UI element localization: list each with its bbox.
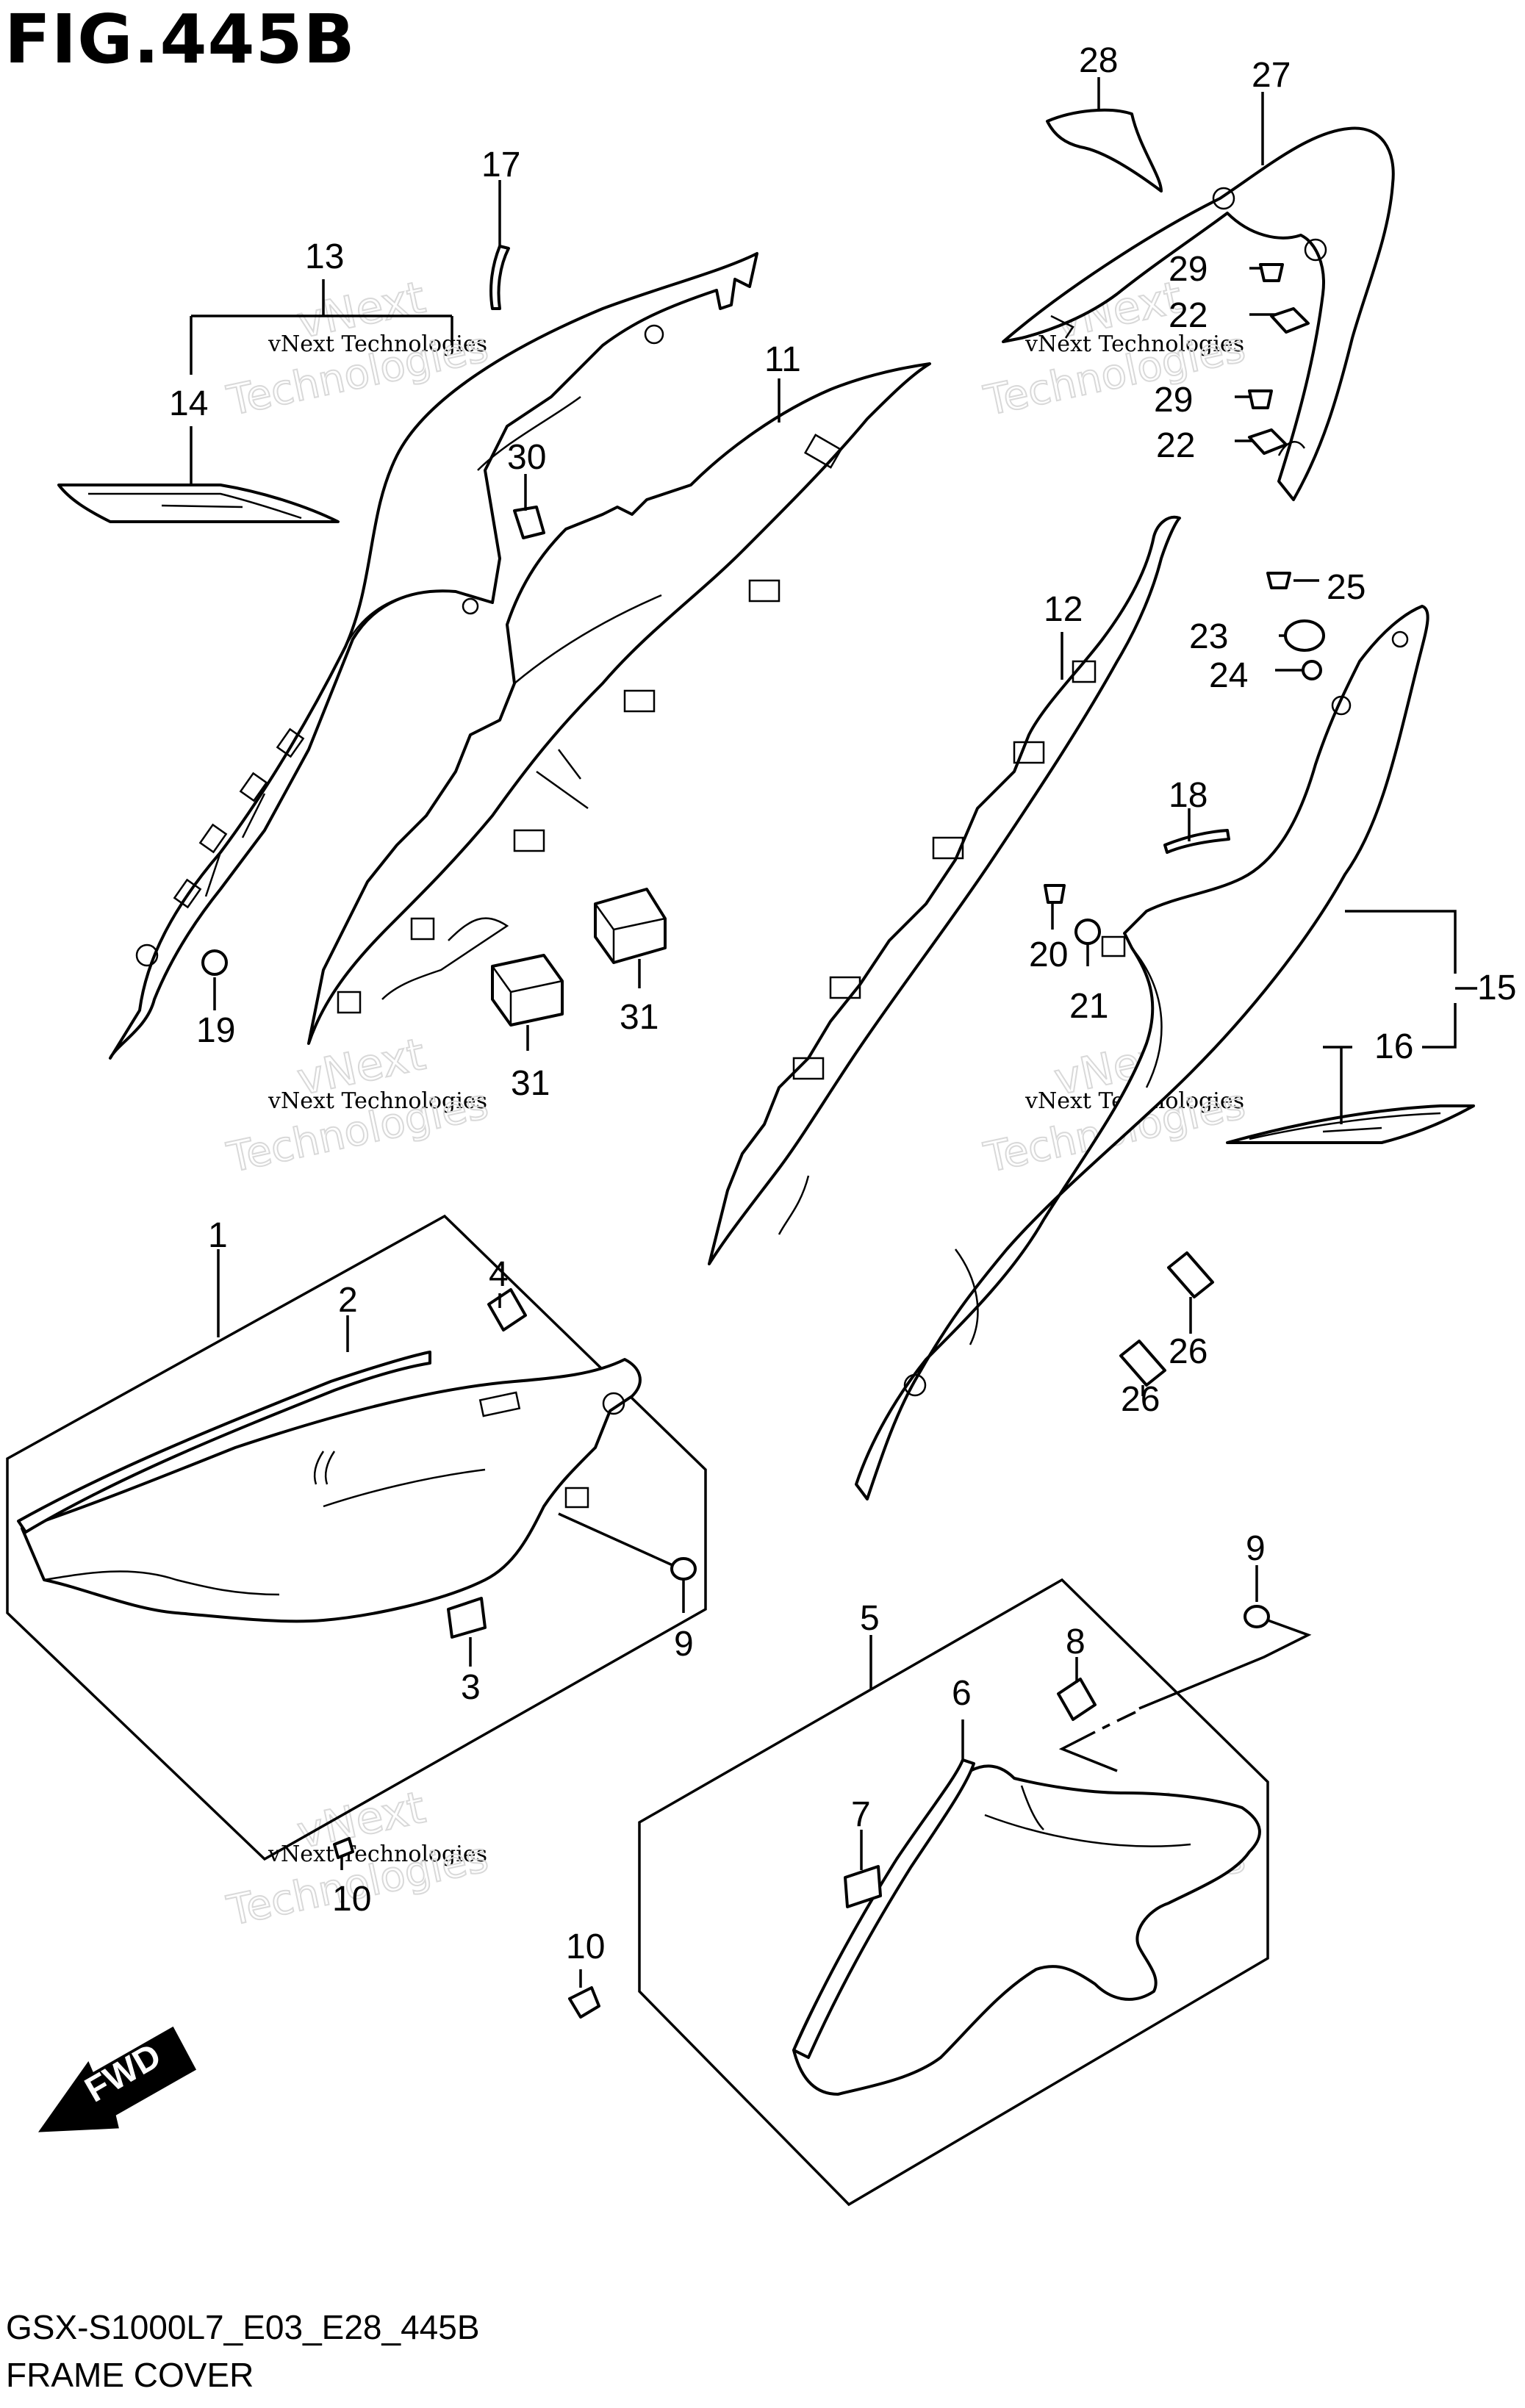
callout-12: 12 <box>1044 590 1083 629</box>
callout-9-a: 9 <box>674 1625 694 1664</box>
callout-8: 8 <box>1066 1622 1086 1661</box>
callout-6: 6 <box>952 1674 972 1713</box>
callout-4: 4 <box>489 1255 509 1294</box>
part-22-nut-b <box>1248 428 1288 455</box>
callout-31-b: 31 <box>511 1064 550 1103</box>
callout-15: 15 <box>1477 968 1516 1007</box>
callout-10-a: 10 <box>332 1880 371 1919</box>
callout-26-b: 26 <box>1121 1380 1160 1419</box>
part-2-trim-strip <box>17 1351 431 1534</box>
part-26-pad-b <box>1119 1340 1166 1387</box>
part-3-pad <box>447 1597 487 1639</box>
callout-25: 25 <box>1327 568 1366 607</box>
callout-21: 21 <box>1069 987 1108 1026</box>
callout-26-a: 26 <box>1169 1332 1208 1371</box>
callout-16: 16 <box>1374 1027 1413 1066</box>
callout-9-b: 9 <box>1246 1529 1266 1568</box>
part-13-14-tail-cover-left <box>109 252 758 1060</box>
watermark-text: vNext Technologies <box>268 1841 487 1867</box>
part-7-pad <box>844 1865 882 1908</box>
callout-20: 20 <box>1029 935 1068 974</box>
part-4-pad <box>487 1288 527 1331</box>
callout-labels: 1 2 3 4 5 6 7 8 9 9 10 10 11 12 13 14 15… <box>169 41 1516 1966</box>
part-9-grommet-a <box>670 1557 697 1581</box>
part-9-grommet-b <box>1244 1605 1270 1628</box>
fwd-arrow: FWD <box>38 2026 197 2132</box>
part-29-screw-a <box>1259 263 1284 282</box>
part-31-pad-b <box>491 954 564 1027</box>
callout-22-b: 22 <box>1156 426 1195 465</box>
part-26-pad-a <box>1167 1251 1214 1298</box>
part-10-rivet-a <box>333 1837 354 1859</box>
watermark-text: vNext Technologies <box>1025 331 1244 357</box>
part-29-screw-b <box>1248 389 1273 409</box>
leader-lines <box>190 77 1477 1988</box>
callout-31-a: 31 <box>620 998 659 1037</box>
callout-19: 19 <box>196 1011 235 1050</box>
figure-name: FRAME COVER <box>6 2356 254 2394</box>
callout-30: 30 <box>507 438 546 477</box>
callout-29-a: 29 <box>1169 250 1208 289</box>
callout-18: 18 <box>1169 776 1208 815</box>
watermark-text: vNext Technologies <box>268 1088 487 1114</box>
part-8-pad <box>1057 1678 1097 1721</box>
callout-13: 13 <box>305 237 344 276</box>
part-20-bolt <box>1044 884 1066 904</box>
callout-24: 24 <box>1209 656 1248 695</box>
part-15-side-cover-right <box>855 605 1429 1500</box>
callout-17: 17 <box>481 145 520 184</box>
watermark-text: vNext Technologies <box>268 331 487 357</box>
part-11-inner-cover <box>307 362 931 1045</box>
watermark: vNext vNext Technologies Technologies <box>222 1028 492 1183</box>
part-27-seat-tail-cowl <box>1002 126 1395 501</box>
part-14-decal <box>57 484 340 523</box>
part-25-screw <box>1266 572 1291 589</box>
part-22-nut-a <box>1270 307 1310 334</box>
part-17-strip <box>489 245 510 310</box>
callout-27: 27 <box>1252 56 1291 95</box>
callout-22-a: 22 <box>1169 296 1208 335</box>
part-6-trim-strip <box>792 1758 975 2059</box>
callout-7: 7 <box>851 1795 871 1834</box>
part-12-inner-panel-right <box>708 515 1181 1265</box>
callout-2: 2 <box>338 1281 358 1320</box>
callout-5: 5 <box>860 1599 880 1638</box>
figure-title: FIG.445B <box>4 0 356 79</box>
part-31-pad-a <box>594 888 667 964</box>
part-10-rivet-b <box>568 1986 600 2019</box>
part-28-bracket <box>1046 108 1163 193</box>
callout-29-b: 29 <box>1154 381 1193 420</box>
part-23-collar <box>1284 619 1325 652</box>
callout-3: 3 <box>461 1668 481 1707</box>
parts-box-left <box>6 1214 707 1861</box>
drawing-code: GSX-S1000L7_E03_E28_445B <box>6 2308 480 2346</box>
part-24-bush <box>1302 660 1322 680</box>
callout-14: 14 <box>169 384 208 423</box>
callout-23: 23 <box>1189 617 1228 656</box>
callout-1: 1 <box>208 1216 228 1255</box>
part-30-nut <box>513 506 545 539</box>
part-16-decal <box>1226 1104 1475 1144</box>
callout-11: 11 <box>764 340 801 379</box>
callout-28: 28 <box>1079 41 1118 80</box>
callout-10-b: 10 <box>566 1927 605 1966</box>
part-19-grommet <box>201 949 228 976</box>
part-18-pad <box>1163 829 1230 854</box>
part-21-washer <box>1074 919 1101 945</box>
